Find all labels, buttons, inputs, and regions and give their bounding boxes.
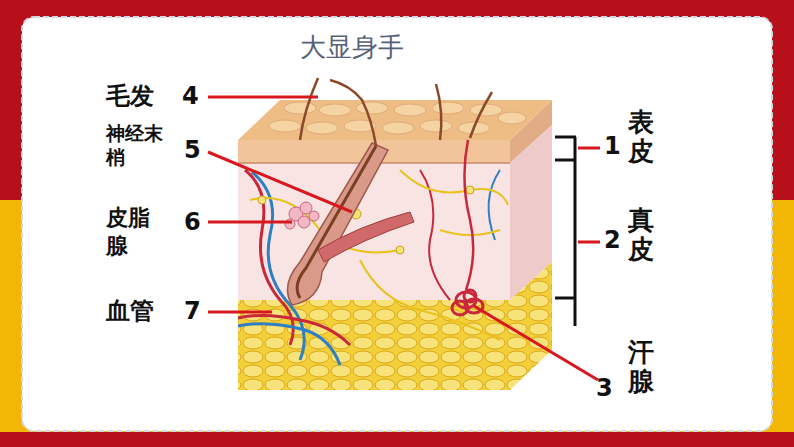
part-name: 汗腺 <box>628 338 654 395</box>
callout-number: 5 <box>184 136 201 165</box>
callout-number: 2 <box>604 226 621 255</box>
skin-block <box>309 211 319 221</box>
skin-block <box>318 212 414 262</box>
skin-block <box>238 100 552 140</box>
skin-block <box>470 92 492 138</box>
skin-block <box>284 102 316 114</box>
skin-block <box>489 170 500 240</box>
leader-line <box>208 311 272 314</box>
skin-block <box>330 80 376 146</box>
skin-block <box>452 301 468 315</box>
skin-block <box>420 120 452 132</box>
callout-number: 1 <box>604 132 621 161</box>
skin-block <box>285 202 319 229</box>
skin-block <box>440 230 500 235</box>
skin-block <box>238 324 340 365</box>
skin-block <box>466 186 474 194</box>
background <box>22 17 772 431</box>
skin-block <box>436 84 441 140</box>
leader-line <box>578 147 600 150</box>
skin-block <box>464 290 476 302</box>
callout-number: 4 <box>182 82 199 111</box>
layer-name: 真皮 <box>628 206 654 263</box>
leader-line <box>208 96 318 99</box>
part-name: 血管 <box>106 297 154 326</box>
skin-block <box>464 140 473 290</box>
layer-bracket <box>555 159 576 162</box>
part-name: 皮脂腺 <box>106 204 151 259</box>
layer-bracket <box>555 137 576 326</box>
callout-number: 3 <box>596 374 613 403</box>
callout-number: 6 <box>184 208 201 237</box>
skin-block <box>396 246 404 254</box>
skin-block <box>394 104 426 116</box>
background <box>0 432 794 447</box>
skin-block <box>238 300 510 390</box>
part-name: 毛发 <box>106 82 154 111</box>
layer-bracket <box>555 136 576 139</box>
skin-block <box>297 146 376 298</box>
skin-block <box>238 170 500 365</box>
skin-block <box>356 102 388 114</box>
leader-line <box>208 221 292 224</box>
skin-block <box>382 122 414 134</box>
part-name: 神经末梢 <box>106 122 164 170</box>
skin-block <box>510 262 552 390</box>
leader-line <box>208 97 600 380</box>
skin-block <box>306 122 338 134</box>
skin-block <box>432 102 464 114</box>
layer-name: 表皮 <box>628 108 654 165</box>
skin-block <box>269 120 301 132</box>
skin-block <box>300 78 318 140</box>
skin-block <box>300 78 492 146</box>
skin-block <box>258 186 474 254</box>
skin-block <box>452 290 483 315</box>
skin-block <box>238 78 552 390</box>
skin-block <box>420 170 450 300</box>
skin-block <box>400 170 508 205</box>
skin-block <box>319 104 351 116</box>
skin-block <box>298 216 310 228</box>
skin-block <box>258 196 266 204</box>
layer-bracket <box>555 297 576 300</box>
leader-line <box>474 306 598 380</box>
leader-line <box>578 241 600 244</box>
callout-number: 7 <box>184 297 201 326</box>
skin-block <box>470 104 502 116</box>
slide-title: 大显身手 <box>300 30 404 65</box>
skin-block <box>360 260 500 340</box>
skin-block <box>498 112 526 124</box>
leader-line <box>208 152 352 212</box>
skin-block <box>238 315 350 345</box>
skin-block <box>250 170 508 340</box>
